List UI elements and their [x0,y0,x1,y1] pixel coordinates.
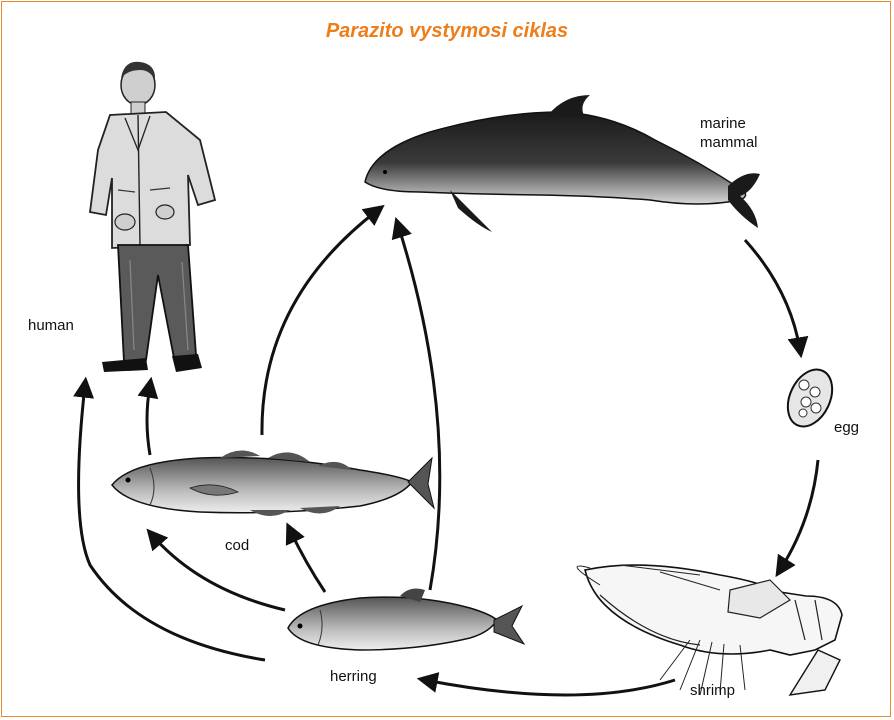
egg-figure [779,362,841,433]
arrow-egg-to-shrimp [780,460,818,570]
human-figure [90,62,215,372]
arrow-herring-to-cod-outer [152,535,285,610]
arrow-cod-to-human [147,385,150,455]
arrow-herring-to-mammal [398,225,440,590]
shrimp-figure [577,565,842,695]
label-cod: cod [225,537,249,554]
arrow-herring-to-human [79,385,265,660]
label-marine-mammal-line1: marine [700,115,746,132]
label-marine-mammal-line2: mammal [700,134,758,151]
arrow-cod-to-mammal [262,210,378,435]
cod-figure [112,450,434,516]
arrow-mammal-to-egg [745,240,800,350]
label-shrimp: shrimp [690,682,735,699]
label-egg: egg [834,419,859,436]
arrow-shrimp-to-herring [425,680,675,695]
label-herring: herring [330,668,377,685]
herring-figure [288,588,524,650]
label-human: human [28,317,74,334]
arrow-herring-to-cod [290,530,325,592]
